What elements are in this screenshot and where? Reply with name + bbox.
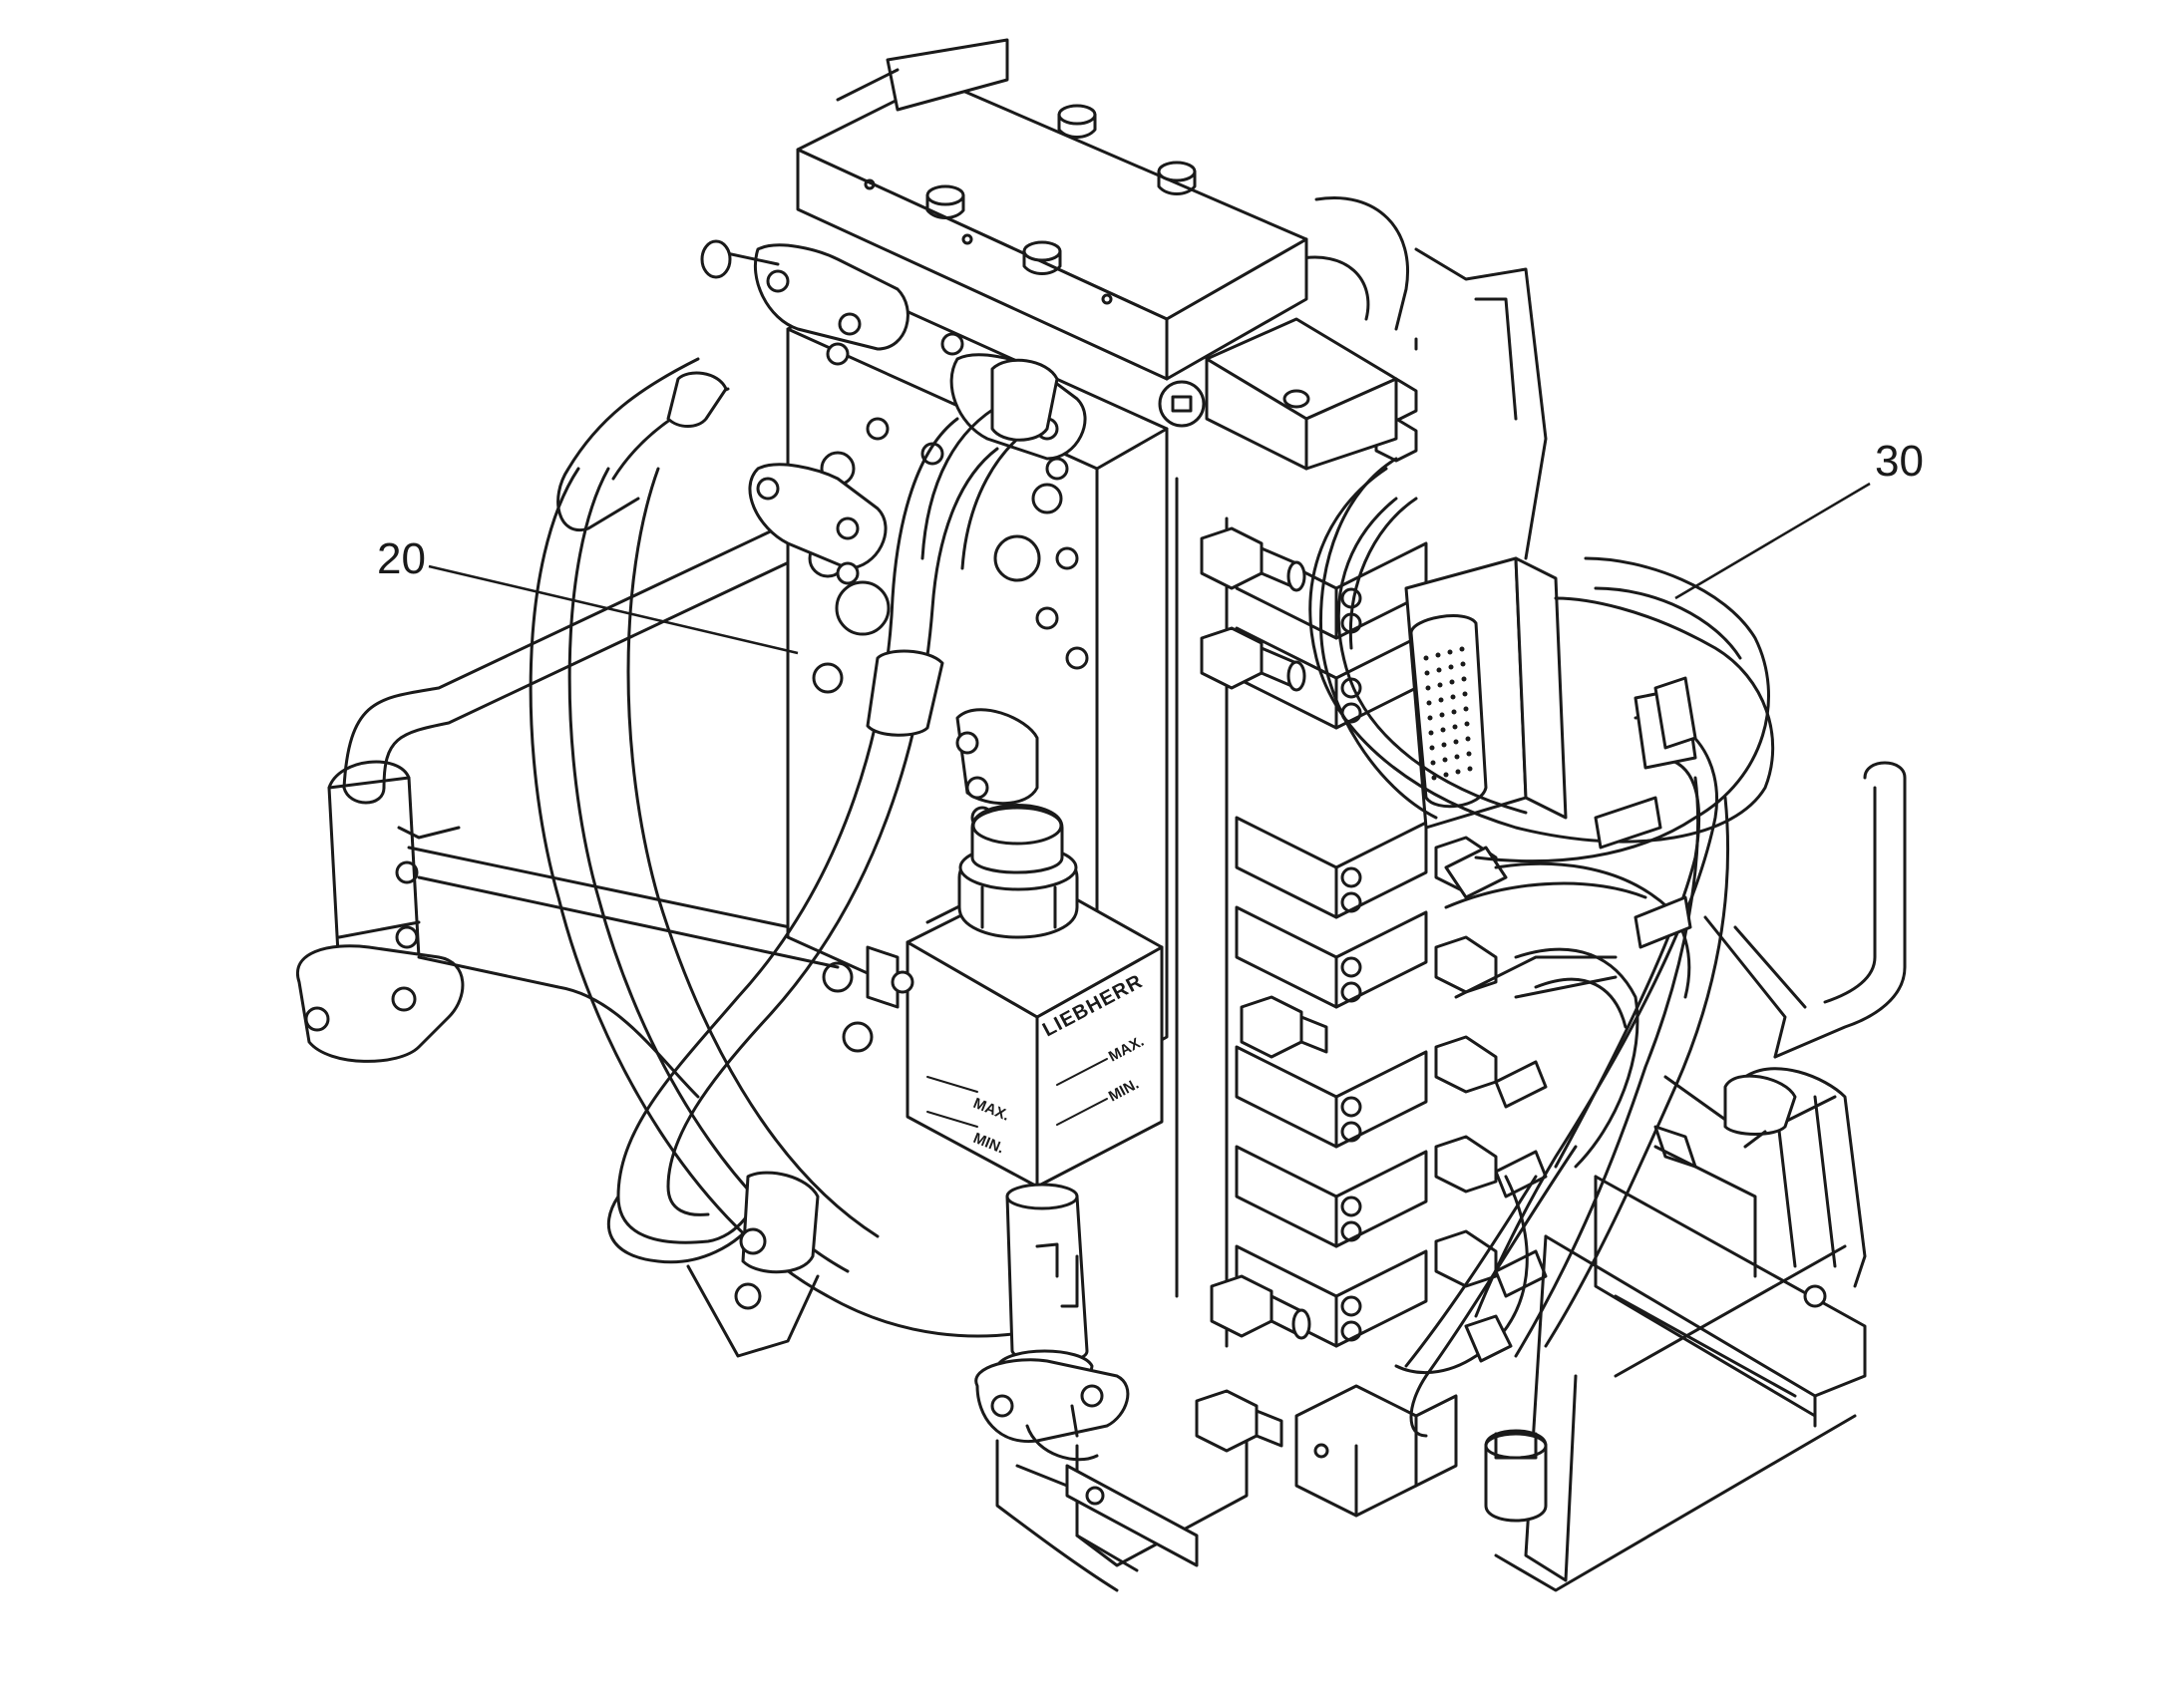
right-loop-hose (1318, 457, 1438, 820)
upper-solenoid-block (1205, 247, 1548, 560)
valve-section-4 (1235, 905, 1428, 1009)
lower-hoses (1394, 1145, 1578, 1438)
callout-30-label: 30 (1875, 437, 1924, 486)
center-main-hose (607, 417, 999, 1358)
valve-section-3 (1235, 816, 1428, 919)
callout-30-leader (1674, 482, 1871, 600)
tank-cap (957, 804, 1079, 939)
valve-section-2 (1235, 626, 1428, 730)
callout-30-group: 30 (1674, 437, 1924, 600)
left-mounting-arm (295, 760, 840, 1099)
tank-filter-tube (974, 1183, 1130, 1444)
upper-manifold-hose (920, 358, 1059, 570)
valve-section-5 (1235, 1045, 1428, 1149)
valve-section-6 (1235, 1145, 1428, 1248)
reservoir-tank: MAX. MIN. LIEBHERR MAX. MIN. (866, 804, 1164, 1189)
right-valve-sections (1175, 477, 1428, 1348)
hose-bundle (1308, 467, 1775, 1358)
upper-left-hose (556, 357, 730, 532)
connector-pins (1423, 646, 1473, 781)
hose-sleeves (1594, 676, 1697, 949)
callout-20-leader (428, 564, 799, 655)
lower-frame (995, 1384, 1458, 1592)
right-bracket (1484, 761, 1907, 1592)
callout-20-group: 20 (377, 534, 799, 655)
right-side-fittings (1434, 836, 1548, 1298)
pump-housing (529, 196, 1409, 1338)
top-manifold-block (796, 38, 1308, 428)
manifold-cap-screws (864, 104, 1197, 305)
callout-20-label: 20 (377, 534, 426, 583)
electrical-connector (1404, 556, 1568, 830)
left-horizontal-pipe (342, 516, 810, 805)
